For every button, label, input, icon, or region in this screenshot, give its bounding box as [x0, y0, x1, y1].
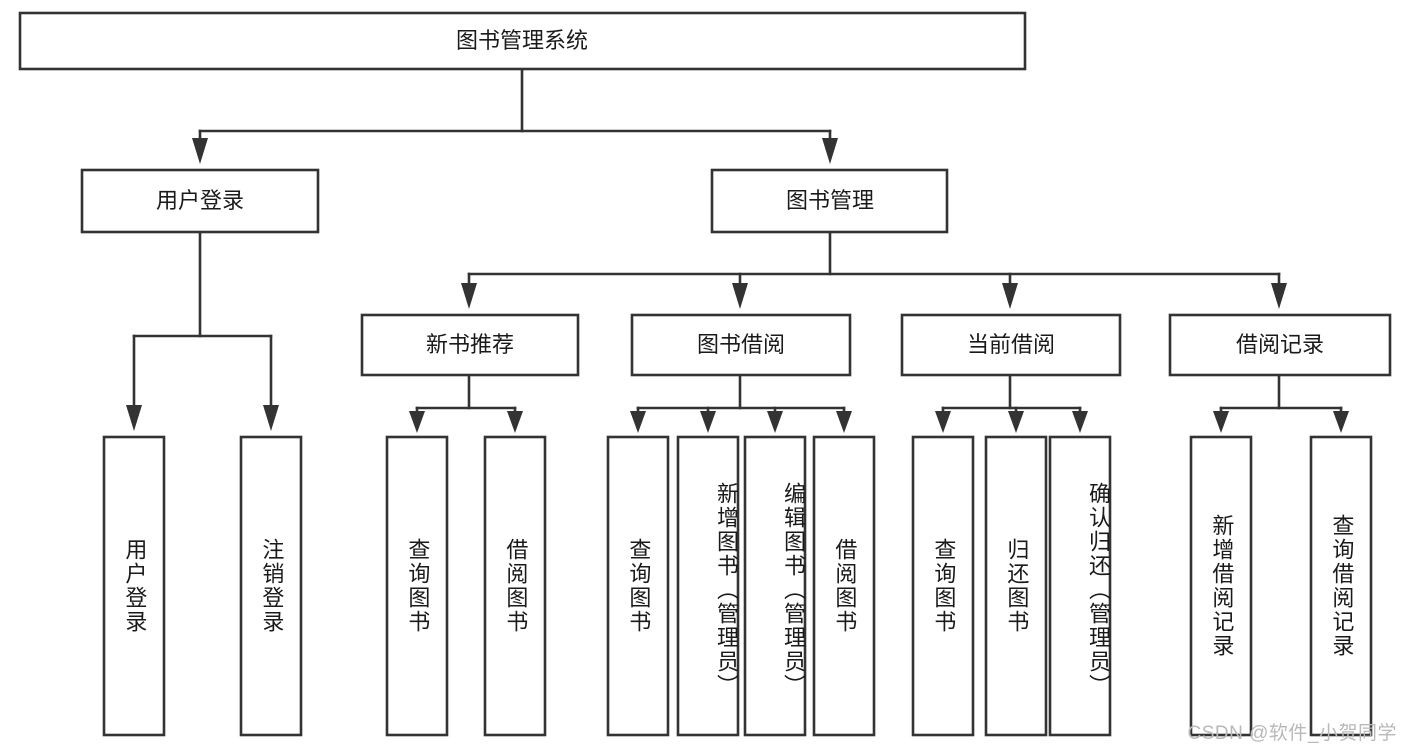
node-root-label: 图书管理系统: [456, 28, 588, 53]
node-book-management-box[interactable]: [710, 168, 949, 234]
arrow-head-current-borrow: [1002, 283, 1018, 309]
arrow-head-leaf-query-book-1: [409, 411, 425, 433]
node-new-book-recommend-label: 新书推荐: [426, 332, 514, 357]
arrow-head-leaf-logout: [263, 405, 279, 431]
node-user-login-label: 用户登录: [156, 188, 244, 213]
node-root[interactable]: 图书管理系统: [18, 11, 1027, 71]
leaf-query-book-1-box[interactable]: [385, 435, 449, 737]
arrow-head-leaf-confirm-return: [1072, 411, 1088, 433]
node-current-borrow-label: 当前借阅: [967, 332, 1055, 357]
connector-group-book-borrow: [630, 373, 852, 433]
leaf-add-record-box[interactable]: [1189, 435, 1253, 737]
arrow-head-book-borrow: [732, 283, 748, 309]
node-root-box[interactable]: [18, 11, 1027, 71]
connector-group-user-login: [126, 230, 279, 431]
connector-group-current-borrow: [935, 373, 1088, 433]
arrow-head-user-login: [192, 138, 208, 164]
arrow-head-borrow-record: [1271, 283, 1287, 309]
arrow-head-leaf-user-login: [126, 405, 142, 431]
arrow-head-new-book-recommend: [461, 283, 477, 309]
node-user-login[interactable]: 用户登录: [80, 168, 320, 234]
leaf-borrow-book-2-box[interactable]: [812, 435, 876, 737]
arrow-head-leaf-query-book-2: [630, 411, 646, 433]
leaf-confirm-return-box[interactable]: [1048, 435, 1112, 737]
node-borrow-record-label: 借阅记录: [1236, 332, 1324, 357]
connector-group-new-book-recommend: [409, 373, 523, 433]
arrow-head-leaf-borrow-book-2: [836, 411, 852, 433]
leaf-return-book-box[interactable]: [984, 435, 1048, 737]
arrow-head-leaf-query-book-3: [935, 411, 951, 433]
arrow-head-leaf-borrow-book-1: [507, 411, 523, 433]
leaf-query-book-2-box[interactable]: [606, 435, 670, 737]
leaf-edit-book-box[interactable]: [743, 435, 807, 737]
connector-group-root: [192, 67, 838, 164]
arrow-head-leaf-query-record: [1333, 411, 1349, 433]
csdn-watermark: CSDN @软件_小贺同学: [1187, 723, 1397, 744]
node-user-login-box[interactable]: [80, 168, 320, 234]
leaf-add-book-box[interactable]: [676, 435, 740, 737]
connector-group-borrow-record: [1213, 373, 1349, 433]
node-book-management-label: 图书管理: [786, 188, 874, 213]
arrow-head-leaf-add-record: [1213, 411, 1229, 433]
leaf-user-login-box[interactable]: [102, 435, 166, 737]
node-borrow-record[interactable]: 借阅记录: [1168, 313, 1392, 377]
node-book-borrow-label: 图书借阅: [697, 332, 785, 357]
leaf-query-book-3-box[interactable]: [911, 435, 975, 737]
leaf-boxes: [102, 435, 1373, 737]
node-borrow-record-box[interactable]: [1168, 313, 1392, 377]
arrow-head-leaf-return-book: [1008, 411, 1024, 433]
connector-group-book-management: [461, 230, 1287, 309]
leaf-logout-box[interactable]: [239, 435, 303, 737]
node-new-book-recommend-box[interactable]: [360, 313, 580, 377]
node-new-book-recommend[interactable]: 新书推荐: [360, 313, 580, 377]
node-book-borrow[interactable]: 图书借阅: [630, 313, 852, 377]
arrow-head-leaf-edit-book: [767, 411, 783, 433]
arrow-head-leaf-add-book: [700, 411, 716, 433]
node-current-borrow[interactable]: 当前借阅: [900, 313, 1122, 377]
leaf-query-record-box[interactable]: [1309, 435, 1373, 737]
leaf-borrow-book-1-box[interactable]: [483, 435, 547, 737]
node-current-borrow-box[interactable]: [900, 313, 1122, 377]
node-book-management[interactable]: 图书管理: [710, 168, 949, 234]
arrow-head-book-management: [822, 138, 838, 164]
node-book-borrow-box[interactable]: [630, 313, 852, 377]
